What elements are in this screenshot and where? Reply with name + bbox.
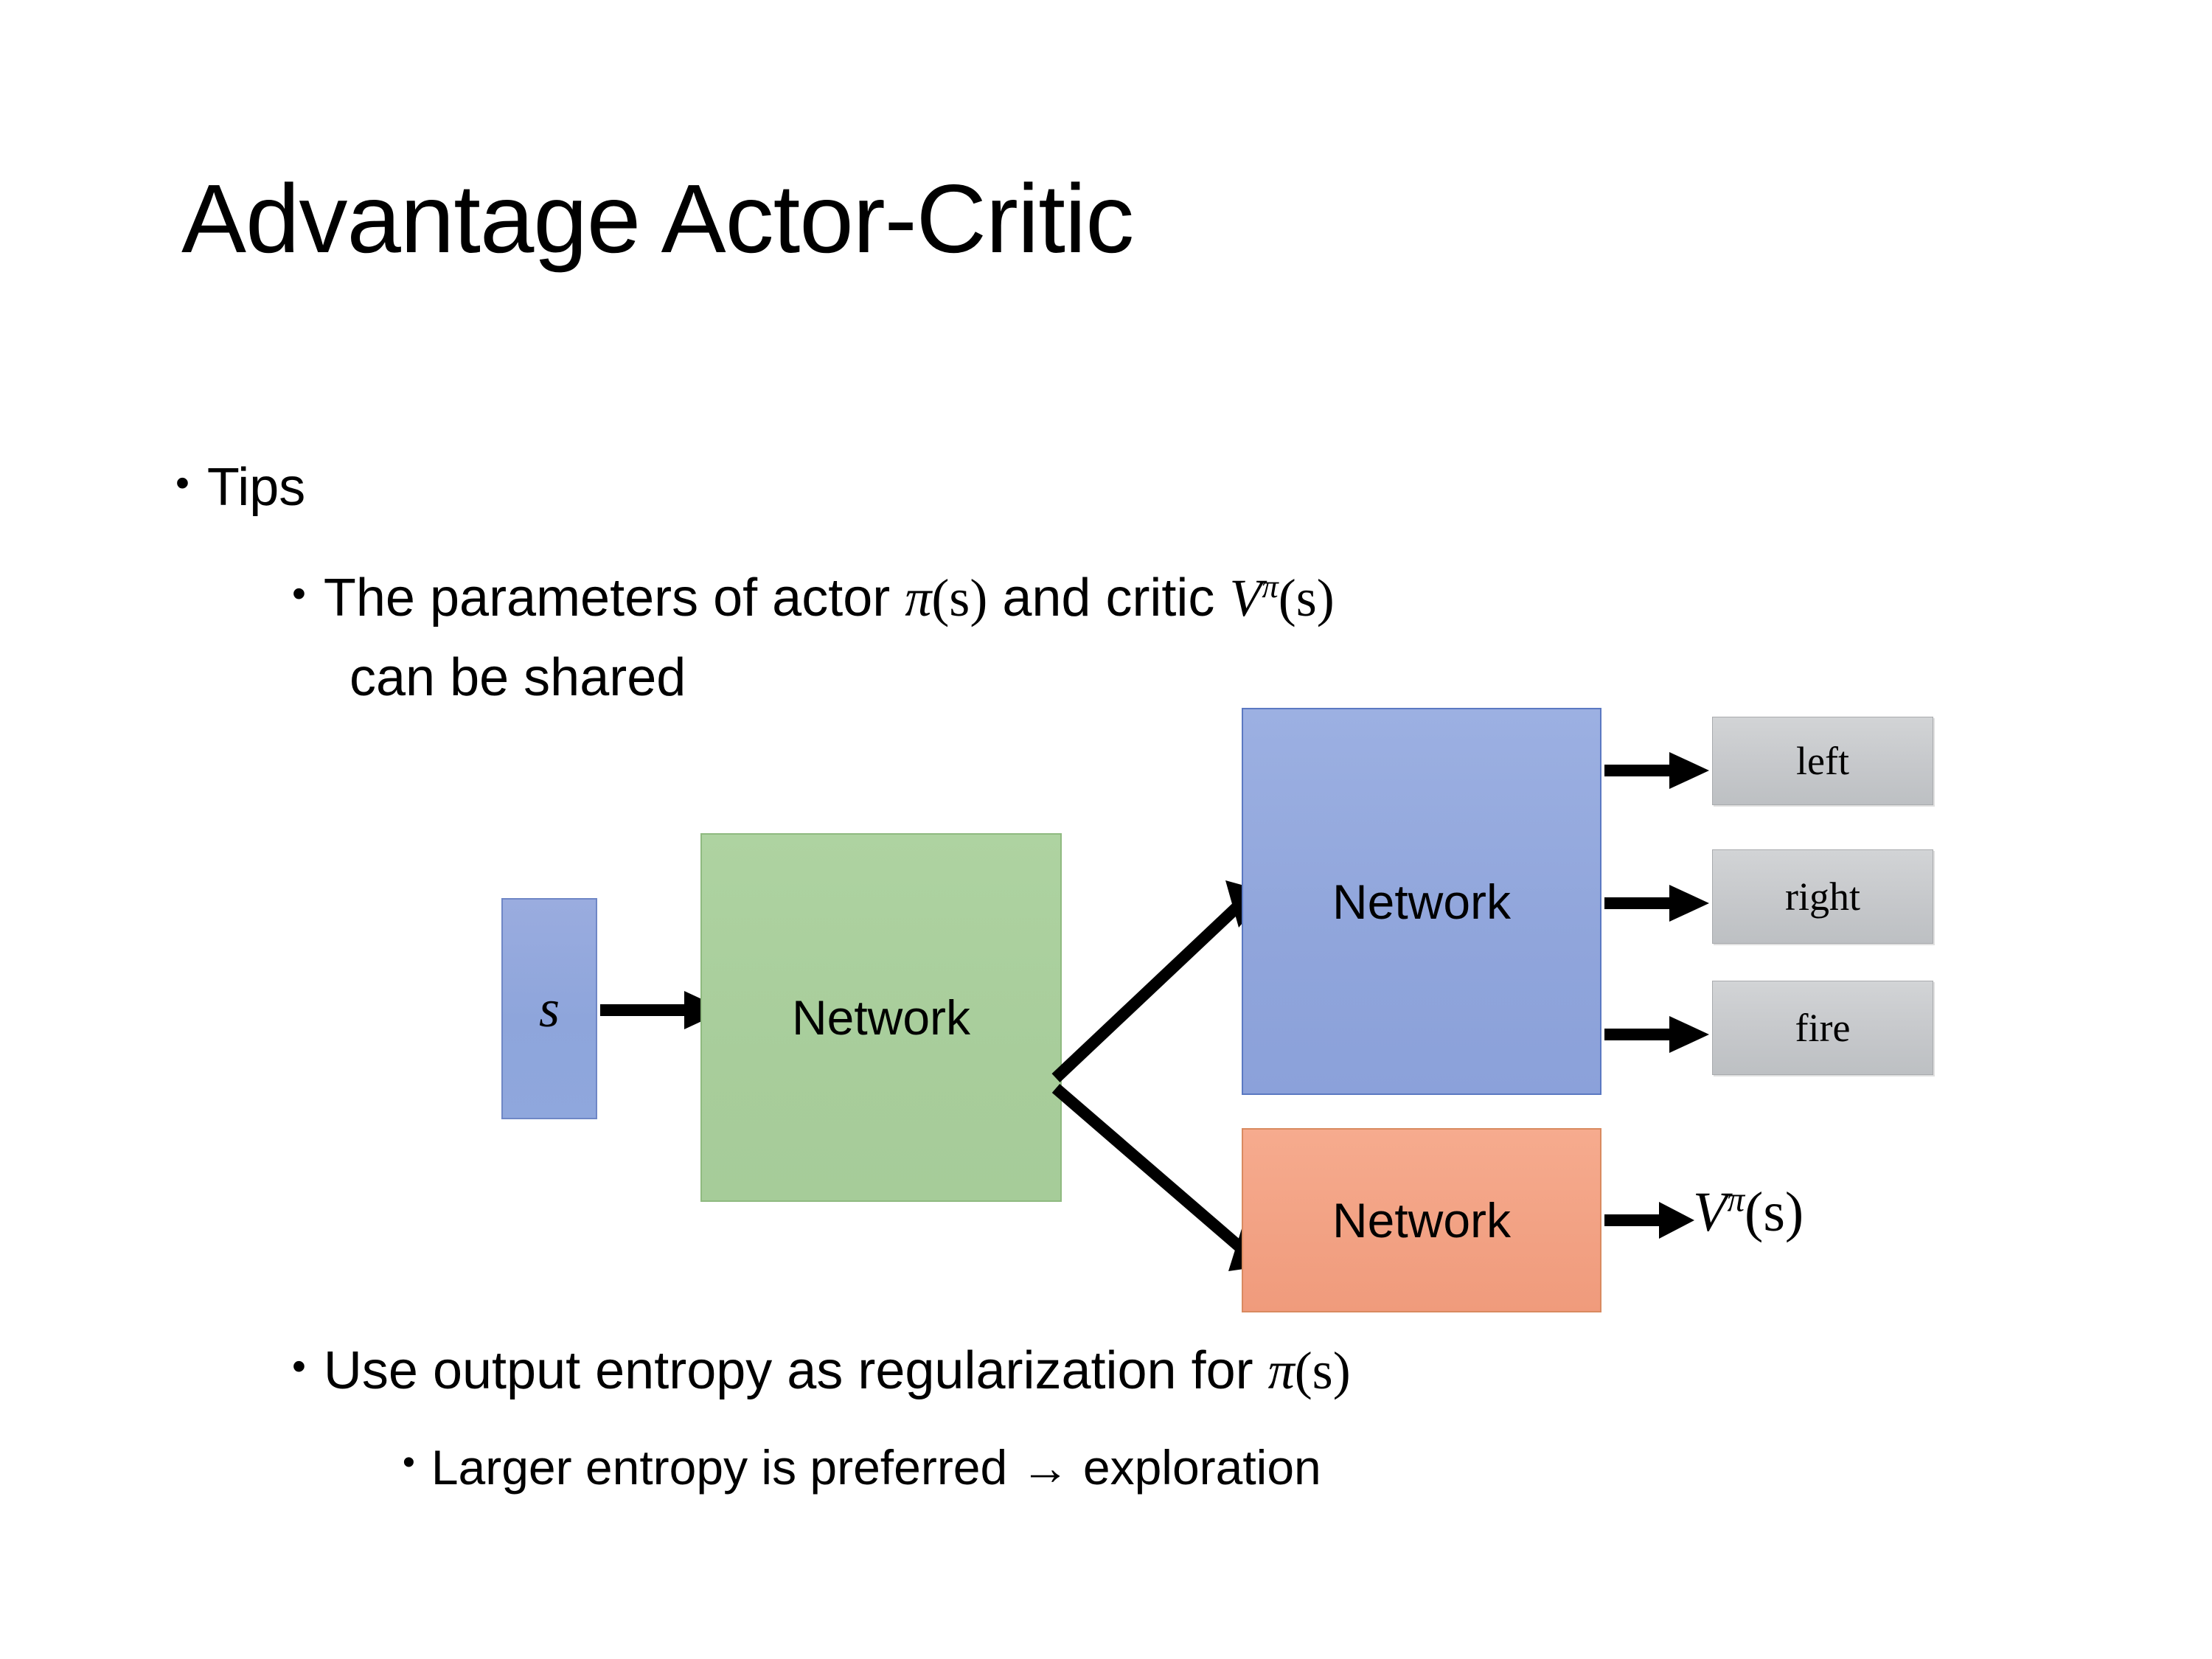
shared-network-box: Network <box>700 833 1062 1202</box>
bullet-level2-entropy: • Use output entropy as regularization f… <box>292 1340 1351 1402</box>
text-and-critic: and critic <box>987 568 1230 627</box>
math-v-args: (s) <box>1278 568 1335 627</box>
action-box-right: right <box>1712 849 1933 944</box>
input-state-box: s <box>501 898 597 1119</box>
critic-network-box: Network <box>1242 1128 1601 1312</box>
bullet-level3-exploration: • Larger entropy is preferred → explorat… <box>403 1439 1321 1495</box>
critic-value-output: Vπ(s) <box>1693 1180 1804 1245</box>
math-pi-base: π <box>905 568 932 627</box>
arrow-actor-to-right <box>1604 885 1709 922</box>
arrow-critic-to-value <box>1604 1202 1694 1239</box>
value-base: V <box>1693 1181 1728 1243</box>
bullet-level2-line2: can be shared <box>349 648 686 707</box>
action-box-left: left <box>1712 717 1933 805</box>
page-title: Advantage Actor-Critic <box>181 164 1134 273</box>
actor-network-box: Network <box>1242 708 1601 1095</box>
value-superscript-pi: π <box>1727 1180 1745 1220</box>
actor-network-label: Network <box>1332 874 1512 929</box>
math-pi-base: π <box>1267 1341 1295 1400</box>
arrow-actor-to-fire <box>1604 1016 1709 1053</box>
bullet-marker-icon: • <box>292 571 306 616</box>
bullet-level2-line1: The parameters of actor π(s) and critic … <box>324 568 1335 629</box>
text-use-output-entropy: Use output entropy as regularization for <box>323 1341 1268 1400</box>
bullet-level2-parameters: • The parameters of actor π(s) and criti… <box>292 568 1335 629</box>
math-v-base: V <box>1229 568 1262 627</box>
arrow-actor-to-left <box>1604 752 1709 789</box>
bullet-level1-label: Tips <box>206 458 306 517</box>
bullet-level3-label: Larger entropy is preferred → exploratio… <box>431 1440 1321 1495</box>
math-pi-args: (s) <box>931 568 988 627</box>
critic-network-label: Network <box>1332 1193 1512 1248</box>
shared-network-label: Network <box>791 990 971 1045</box>
math-v-superscript-pi: π <box>1262 568 1279 605</box>
action-label-fire: fire <box>1795 1006 1851 1050</box>
value-args: (s) <box>1745 1181 1804 1243</box>
bullet-marker-icon: • <box>292 1344 306 1388</box>
text-parameters-of-actor: The parameters of actor <box>323 568 905 627</box>
math-pi-args: (s) <box>1294 1341 1351 1400</box>
input-state-label: s <box>538 978 560 1038</box>
bullet-marker-icon: • <box>403 1443 415 1482</box>
bullet-level2-entropy-text: Use output entropy as regularization for… <box>324 1340 1351 1402</box>
action-label-left: left <box>1796 739 1849 783</box>
bullet-marker-icon: • <box>175 461 189 505</box>
action-box-fire: fire <box>1712 981 1933 1075</box>
action-label-right: right <box>1785 874 1860 919</box>
bullet-level1-tips: • Tips <box>175 457 305 518</box>
